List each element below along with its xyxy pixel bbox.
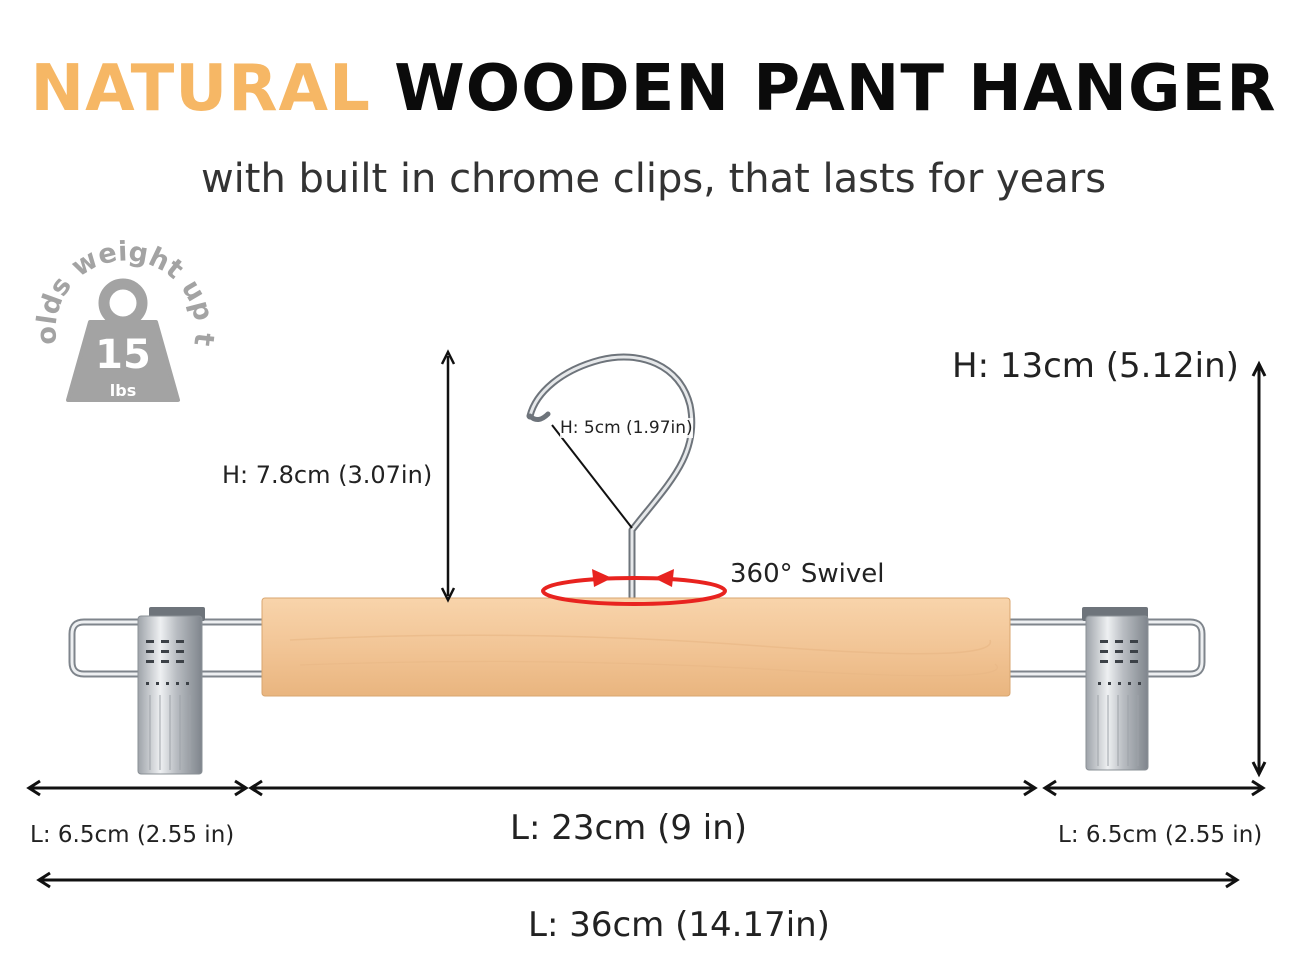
bar-length-arrow	[248, 779, 1038, 797]
total-length-label: L: 36cm (14.17in)	[528, 905, 830, 945]
swivel-label: 360° Swivel	[730, 559, 885, 589]
page-subtitle: with built in chrome clips, that lasts f…	[200, 156, 1107, 202]
swivel-arrow-right-icon	[654, 569, 674, 587]
hook-diameter-line	[551, 424, 633, 529]
weight-handle-icon	[98, 278, 148, 328]
swivel-arrow-left-icon	[592, 569, 612, 587]
bar-length-label: L: 23cm (9 in)	[510, 808, 748, 848]
clip-left-length-label: L: 6.5cm (2.55 in)	[30, 822, 235, 848]
chrome-frame-left	[68, 618, 262, 678]
wooden-bar	[261, 597, 1011, 697]
badge-value: 15	[95, 332, 151, 378]
clip-right-length-label: L: 6.5cm (2.55 in)	[1058, 822, 1263, 848]
weight-icon	[66, 320, 180, 402]
title-rest: WOODEN PANT HANGER	[394, 52, 1277, 126]
hook-height-label: H: 7.8cm (3.07in)	[222, 461, 433, 489]
swivel-indicator	[541, 569, 727, 606]
total-height-arrow	[1251, 360, 1267, 778]
weight-badge: holds weight up to 15 lbs	[0, 0, 220, 402]
clip-right-length-arrow	[1042, 779, 1266, 797]
total-length-arrow	[36, 871, 1240, 889]
clip-left-length-arrow	[26, 779, 249, 797]
hook-height-arrow	[440, 349, 456, 603]
hook-diameter-label: H: 5cm (1.97in)	[560, 418, 693, 438]
page-title: NATURAL WOODEN PANT HANGER	[0, 52, 1307, 126]
clip-right-icon	[1082, 607, 1149, 771]
badge-unit: lbs	[110, 381, 136, 400]
clip-left-icon	[137, 607, 205, 775]
chrome-frame-right	[1008, 618, 1206, 678]
hook-icon	[526, 353, 696, 601]
total-height-label: H: 13cm (5.12in)	[952, 346, 1239, 386]
title-accent: NATURAL	[30, 52, 371, 126]
